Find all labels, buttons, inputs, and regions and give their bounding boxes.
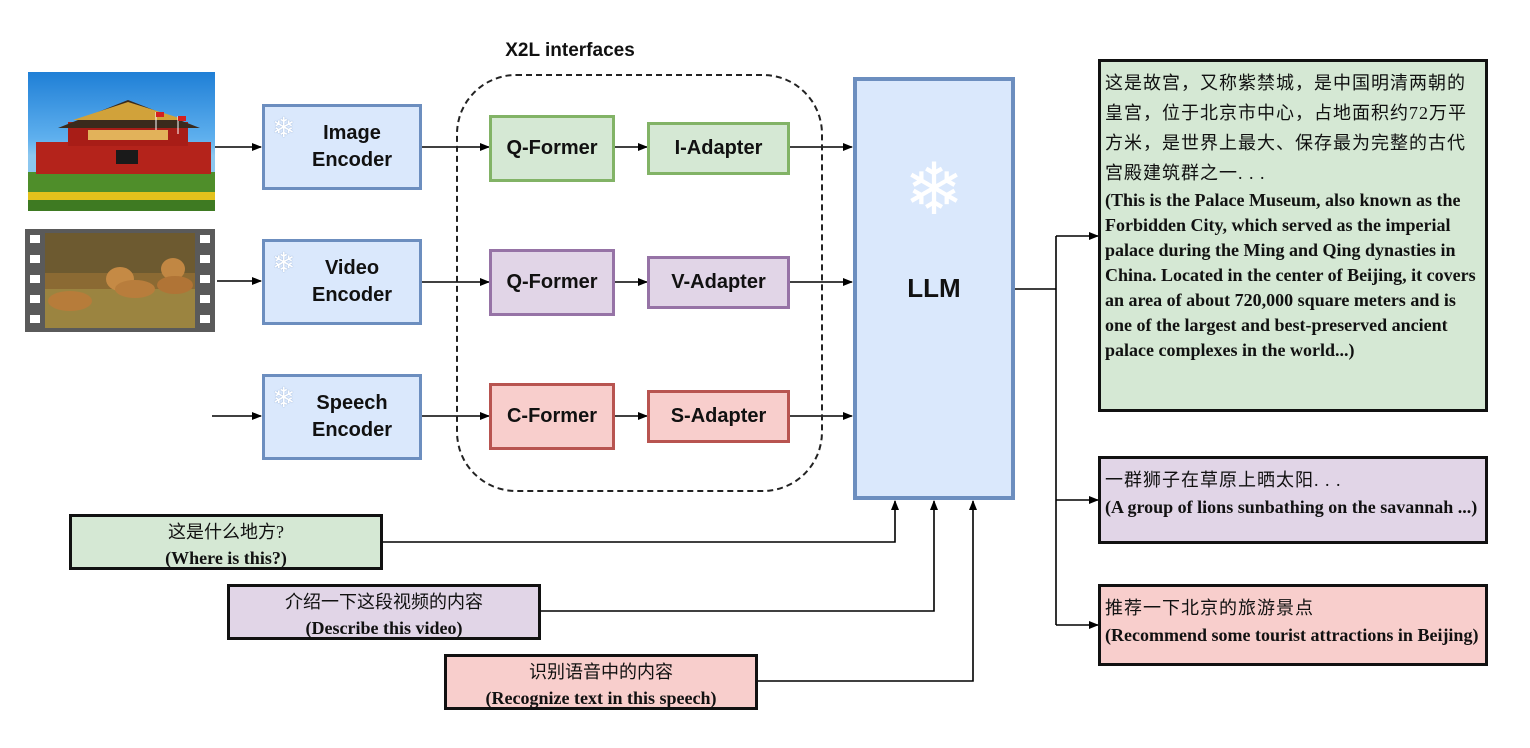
snowflake-icon: ❄	[272, 247, 296, 278]
snowflake-icon: ❄	[272, 382, 296, 413]
query-box-speech: 识别语音中的内容 (Recognize text in this speech)	[444, 654, 758, 710]
response-zh: 一群狮子在草原上晒太阳. . .	[1105, 470, 1342, 490]
arrow-query2-to-llm	[540, 500, 938, 612]
v-adapter: V-Adapter	[647, 256, 790, 309]
response-zh: 这是故宫，又称紫禁城，是中国明清两朝的皇宫，位于北京市中心，占地面积约72万平方…	[1105, 73, 1467, 183]
query-zh: 这是什么地方?	[168, 522, 284, 542]
response-box-speech: 推荐一下北京的旅游景点 (Recommend some tourist attr…	[1098, 584, 1488, 666]
q-former-video: Q-Former	[489, 249, 615, 316]
query-zh: 识别语音中的内容	[529, 662, 673, 682]
llm-label: LLM	[907, 273, 961, 303]
c-former-speech: C-Former	[489, 383, 615, 450]
query-en: (Recognize text in this speech)	[485, 688, 717, 708]
query-box-video: 介绍一下这段视频的内容 (Describe this video)	[227, 584, 541, 640]
query-en: (Where is this?)	[165, 548, 287, 568]
response-en: (This is the Palace Museum, also known a…	[1105, 190, 1476, 360]
palace-photo	[28, 72, 215, 211]
response-box-video: 一群狮子在草原上晒太阳. . . (A group of lions sunba…	[1098, 456, 1488, 544]
response-en: (Recommend some tourist attractions in B…	[1105, 625, 1479, 645]
llm-block: ❄ LLM	[853, 77, 1015, 500]
response-en: (A group of lions sunbathing on the sava…	[1105, 497, 1478, 517]
arrow-query1-to-llm	[383, 500, 899, 543]
s-adapter: S-Adapter	[647, 390, 790, 443]
query-box-image: 这是什么地方? (Where is this?)	[69, 514, 383, 570]
lions-video-film	[25, 229, 215, 332]
snowflake-icon: ❄	[903, 150, 965, 230]
speech-waveform-icon	[22, 368, 212, 468]
x2l-interfaces-title: X2L interfaces	[505, 40, 635, 61]
response-box-image: 这是故宫，又称紫禁城，是中国明清两朝的皇宫，位于北京市中心，占地面积约72万平方…	[1098, 59, 1488, 412]
query-en: (Describe this video)	[305, 618, 463, 638]
snowflake-icon: ❄	[272, 112, 296, 143]
arrow-query3-to-llm	[757, 500, 977, 682]
x2l-interfaces-group	[456, 74, 823, 492]
query-zh: 介绍一下这段视频的内容	[285, 592, 483, 612]
q-former-image: Q-Former	[489, 115, 615, 182]
response-zh: 推荐一下北京的旅游景点	[1105, 598, 1314, 618]
i-adapter: I-Adapter	[647, 122, 790, 175]
